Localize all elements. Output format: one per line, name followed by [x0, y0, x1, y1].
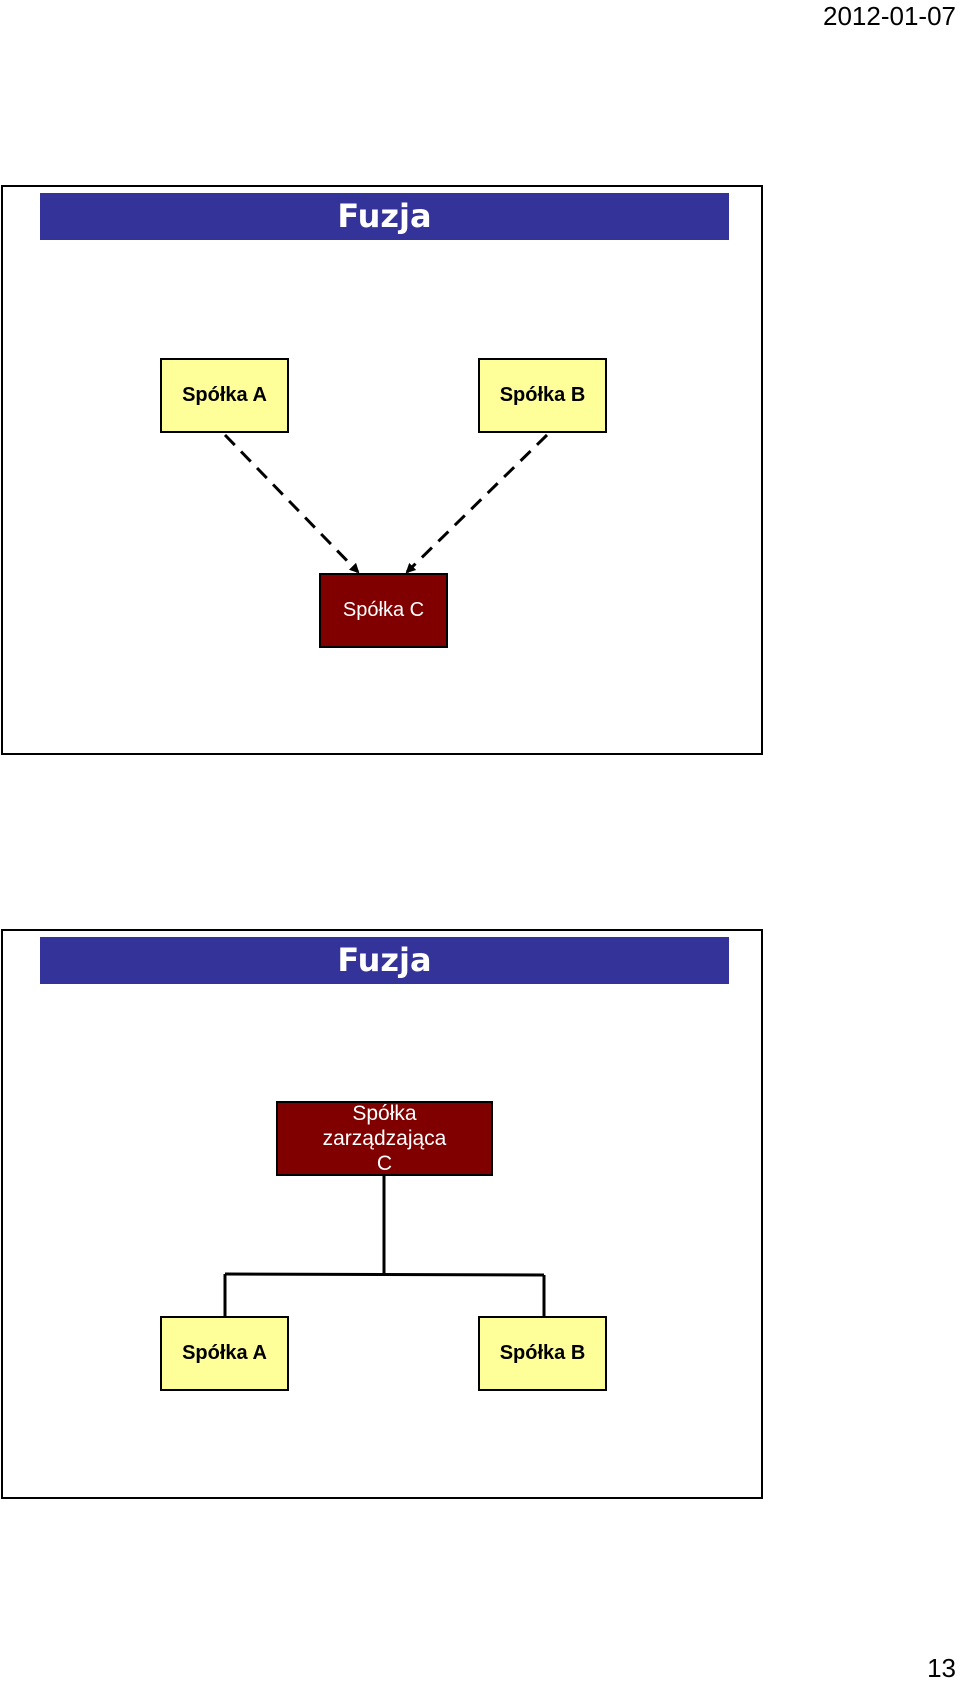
management-box-line-3: C: [376, 1152, 393, 1175]
company-a-box: Spółka A: [160, 358, 289, 433]
company-b-box: Spółka B: [478, 358, 607, 433]
company-c-box: Spółka C: [319, 573, 448, 648]
arrow-b-to-c: [405, 433, 549, 574]
slide-2: Fuzja Spółka zarządzająca C Spółka A Spó…: [1, 929, 763, 1499]
slide-1: Fuzja Spółka A Spółka B Spółka C: [1, 185, 763, 755]
slide-1-dashed-arrows: [223, 433, 549, 574]
line-horizontal: [224, 1272, 545, 1277]
company-b-box: Spółka B: [478, 1316, 607, 1391]
management-company-c-box: Spółka zarządzająca C: [276, 1101, 493, 1176]
slide-1-title: Fuzja: [40, 193, 729, 240]
company-a-box: Spółka A: [160, 1316, 289, 1391]
page-number: 13: [927, 1653, 956, 1683]
slide-2-title: Fuzja: [40, 937, 729, 984]
slide-2-org-lines: [223, 1176, 546, 1316]
management-box-line-1: Spółka: [352, 1102, 417, 1125]
document-date: 2012-01-07: [823, 1, 956, 31]
management-box-line-2: zarządzająca: [322, 1127, 447, 1150]
arrow-a-to-c: [223, 433, 360, 574]
